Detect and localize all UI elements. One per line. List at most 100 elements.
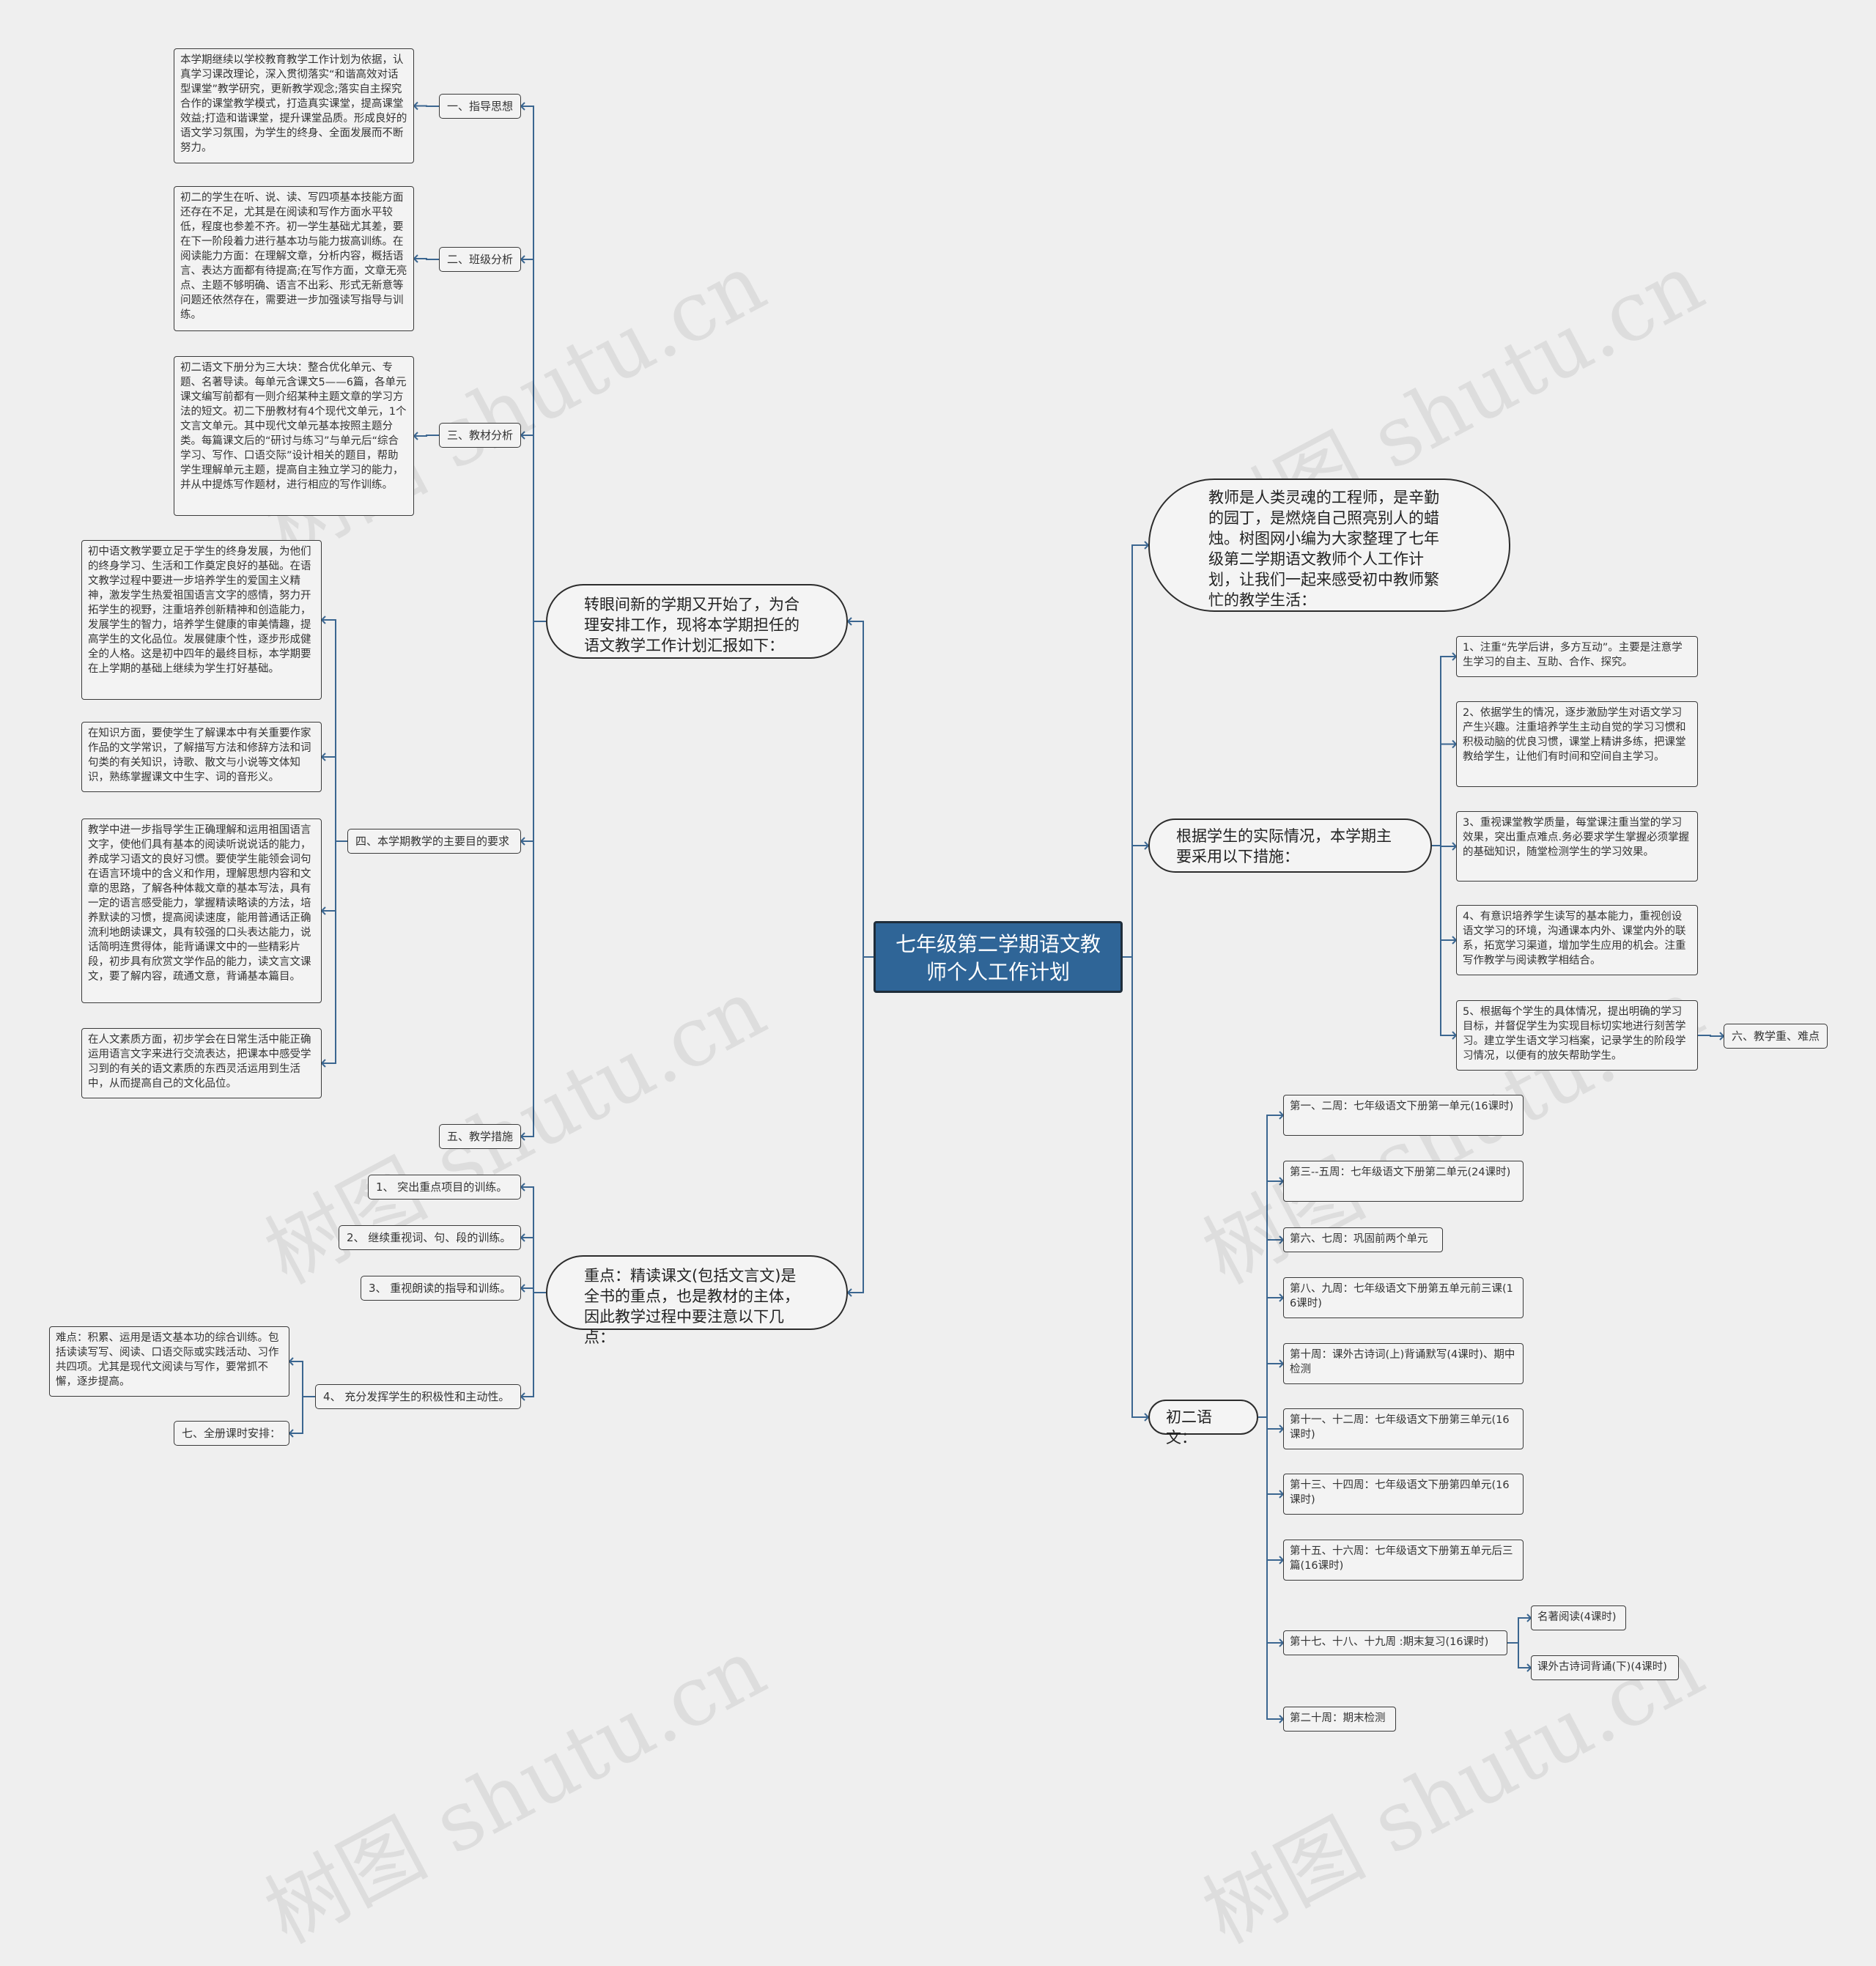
key-point-item[interactable]: 4、 充分发挥学生的积极性和主动性。 — [315, 1384, 521, 1409]
connector-arrow — [288, 1429, 294, 1438]
connector-arrow — [846, 1288, 852, 1297]
text-difficulty: 难点：积累、运用是语文基本功的综合训练。包括读读写写、阅读、口语交际或实践活动、… — [49, 1326, 289, 1397]
key-point-item[interactable]: 2、 继续重视词、句、段的训练。 — [339, 1225, 521, 1250]
connector-arrow — [413, 432, 418, 440]
connector — [521, 1237, 546, 1293]
connector-arrow — [520, 255, 525, 264]
text-requirement-knowledge: 在知识方面，要使学生了解课本中有关重要作家作品的文学常识，了解描写方法和修辞方法… — [81, 722, 322, 792]
connector — [1507, 1617, 1531, 1644]
root-topic[interactable]: 七年级第二学期语文教师个人工作计划 — [874, 921, 1123, 993]
connector-arrow — [320, 906, 326, 915]
review-item: 名著阅读(4课时) — [1531, 1605, 1626, 1630]
connector — [289, 1396, 315, 1434]
week-item: 第二十周：期末检测 — [1283, 1707, 1396, 1732]
connector — [521, 106, 546, 622]
connector-arrow — [413, 101, 418, 111]
connector — [1432, 845, 1456, 1036]
connector — [521, 621, 546, 842]
connector-arrow — [520, 837, 525, 846]
connector — [848, 621, 874, 958]
text-requirement-goal: 初中语文教学要立足于学生的终身发展，为他们的终身学习、生活和工作奠定良好的基础。… — [81, 540, 322, 700]
connector — [521, 621, 546, 1137]
connector — [414, 105, 439, 107]
connector — [1698, 1035, 1724, 1037]
measure-item: 5、根据每个学生的具体情况，提出明确的学习目标，并督促学生为实现目标切实地进行刻… — [1456, 1000, 1698, 1071]
connector — [289, 1361, 315, 1397]
week-item: 第三--五周：七年级语文下册第二单元(24课时) — [1283, 1161, 1524, 1202]
text-class-analysis: 初二的学生在听、说、读、写四项基本技能方面还存在不足，尤其是在阅读和写作方面水平… — [174, 186, 414, 331]
connector — [521, 435, 546, 622]
week-item: 第十三、十四周：七年级语文下册第四单元(16课时) — [1283, 1474, 1524, 1515]
week-item: 第十七、十八、十九周 :期末复习(16课时) — [1283, 1630, 1507, 1655]
node-textbook-analysis[interactable]: 三、教材分析 — [439, 423, 521, 448]
node-guiding-thought[interactable]: 一、指导思想 — [439, 94, 521, 119]
connector — [1432, 845, 1456, 941]
connector-arrow — [520, 431, 525, 440]
key-point-item[interactable]: 3、 重视朗读的指导和训练。 — [361, 1276, 521, 1301]
connector — [1258, 1416, 1283, 1720]
connector — [322, 756, 347, 842]
week-item: 第一、二周：七年级语文下册第一单元(16课时) — [1283, 1095, 1524, 1136]
branch-key-points[interactable]: 重点：精读课文(包括文言文)是全书的重点，也是教材的主体，因此教学过程中要注意以… — [546, 1255, 848, 1346]
week-item: 第十一、十二周：七年级语文下册第三单元(16课时) — [1283, 1408, 1524, 1449]
connector-arrow — [413, 254, 418, 263]
connector — [1258, 1297, 1283, 1418]
connector-arrow — [520, 1183, 525, 1191]
connector — [521, 1287, 546, 1293]
connector — [414, 435, 439, 437]
node-schedule-label[interactable]: 七、全册课时安排： — [174, 1421, 289, 1446]
connector-arrow — [320, 616, 326, 624]
connector-arrow — [520, 1233, 525, 1242]
branch-grade8-chinese[interactable]: 初二语文： — [1148, 1400, 1258, 1446]
connector — [1123, 845, 1148, 958]
measure-item: 1、注重“先学后讲，多方互动”。主要是注意学生学习的自主、互助、合作、探究。 — [1456, 636, 1698, 677]
connector — [1258, 1416, 1283, 1644]
connector — [848, 956, 874, 1293]
connector-arrow — [846, 617, 852, 626]
connector-arrow — [320, 1059, 326, 1068]
week-item: 第十五、十六周：七年级语文下册第五单元后三篇(16课时) — [1283, 1540, 1524, 1581]
measure-item: 3、重视课堂教学质量，每堂课注重当堂的学习效果，突出重点难点.务必要求学生掌握必… — [1456, 811, 1698, 882]
connector — [1507, 1642, 1531, 1668]
week-item: 第六、七周：巩固前两个单元 — [1283, 1227, 1443, 1252]
connector-arrow — [520, 1392, 525, 1401]
watermark: 树图 shutu.cn — [251, 1620, 780, 1962]
connector — [521, 259, 546, 622]
connector-arrow — [520, 1284, 525, 1293]
branch-measures[interactable]: 根据学生的实际情况，本学期主要采用以下措施： — [1148, 818, 1432, 873]
connector — [322, 840, 347, 912]
connector-arrow — [520, 102, 525, 111]
connector — [1258, 1115, 1283, 1418]
connector — [1258, 1416, 1283, 1430]
connector — [1432, 656, 1456, 846]
connector — [1123, 956, 1148, 1418]
connector — [1258, 1416, 1283, 1561]
text-requirement-humanities: 在人文素质方面，初步学会在日常生活中能正确运用语言文字来进行交流表达，把课本中感… — [81, 1028, 322, 1098]
connector-arrow — [288, 1357, 294, 1366]
connector-arrow — [320, 753, 326, 761]
connector — [1258, 1416, 1283, 1495]
key-point-item[interactable]: 1、 突出重点项目的训练。 — [368, 1175, 521, 1200]
node-teaching-measures[interactable]: 五、教学措施 — [439, 1124, 521, 1149]
branch-intro-plan[interactable]: 转眼间新的学期又开始了，为合理安排工作，现将本学期担任的语文教学工作计划汇报如下… — [546, 584, 848, 659]
connector — [1123, 544, 1148, 958]
connector — [1432, 743, 1456, 846]
node-key-difficult-points[interactable]: 六、教学重、难点 — [1724, 1024, 1828, 1049]
measure-item: 4、有意识培养学生读写的基本能力，重视创设语文学习的环境，沟通课本内外、课堂内外… — [1456, 905, 1698, 975]
connector — [521, 1186, 546, 1293]
connector-arrow — [520, 1132, 525, 1141]
review-item: 课外古诗词背诵(下)(4课时) — [1531, 1655, 1679, 1680]
connector — [322, 619, 347, 842]
week-item: 第十周：课外古诗词(上)背诵默写(4课时)、期中检测 — [1283, 1343, 1524, 1384]
node-main-requirements[interactable]: 四、本学期教学的主要目的要求 — [347, 829, 521, 854]
connector — [521, 1292, 546, 1397]
connector — [1258, 1363, 1283, 1418]
node-class-analysis[interactable]: 二、班级分析 — [439, 247, 521, 272]
text-requirement-ability: 教学中进一步指导学生正确理解和运用祖国语言文字，使他们具有基本的阅读听说说话的能… — [81, 818, 322, 1003]
week-item: 第八、九周：七年级语文下册第五单元前三课(16课时) — [1283, 1277, 1524, 1318]
branch-intro-teacher[interactable]: 教师是人类灵魂的工程师，是辛勤的园丁，是燃烧自己照亮别人的蜡烛。树图网小编为大家… — [1148, 478, 1510, 612]
text-textbook-analysis: 初二语文下册分为三大块：整合优化单元、专题、名著导读。每单元含课文5——6篇，各… — [174, 356, 414, 516]
connector — [322, 840, 347, 1064]
text-guiding-thought: 本学期继续以学校教育教学工作计划为依据，认真学习课改理论，深入贯彻落实“和谐高效… — [174, 48, 414, 163]
connector — [1258, 1239, 1283, 1418]
